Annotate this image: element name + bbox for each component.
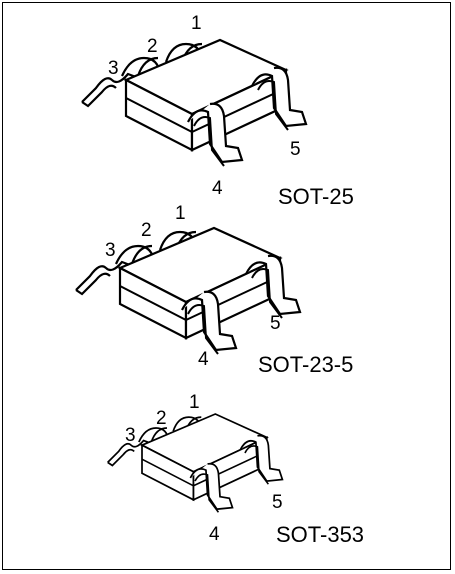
pin-5-label: 5: [270, 313, 281, 334]
pin-2-label: 2: [147, 36, 158, 57]
pin-3-label: 3: [125, 425, 136, 446]
pin-1-label: 1: [191, 13, 202, 34]
package-sot-25: 1 2 3 4 5 SOT-25: [80, 13, 354, 209]
package-name: SOT-353: [276, 522, 364, 547]
pin-4-label: 4: [212, 178, 223, 199]
pin-2-label: 2: [141, 220, 152, 241]
pin-4-label: 4: [198, 349, 209, 370]
pin-1-label: 1: [175, 203, 186, 224]
pin-1-label: 1: [189, 392, 200, 413]
pin-5-label: 5: [272, 492, 283, 513]
package-sot-23-5: 1 2 3 4 5 SOT-23-5: [74, 203, 353, 377]
package-name: SOT-23-5: [258, 352, 353, 377]
pin-3-label: 3: [105, 240, 116, 261]
pin-4-label: 4: [209, 524, 220, 545]
pin-3-label: 3: [108, 58, 119, 79]
package-name: SOT-25: [278, 184, 354, 209]
package-sot-353: 1 2 3 4 5 SOT-353: [106, 392, 364, 547]
pin-2-label: 2: [156, 408, 167, 429]
pin-5-label: 5: [290, 139, 301, 160]
